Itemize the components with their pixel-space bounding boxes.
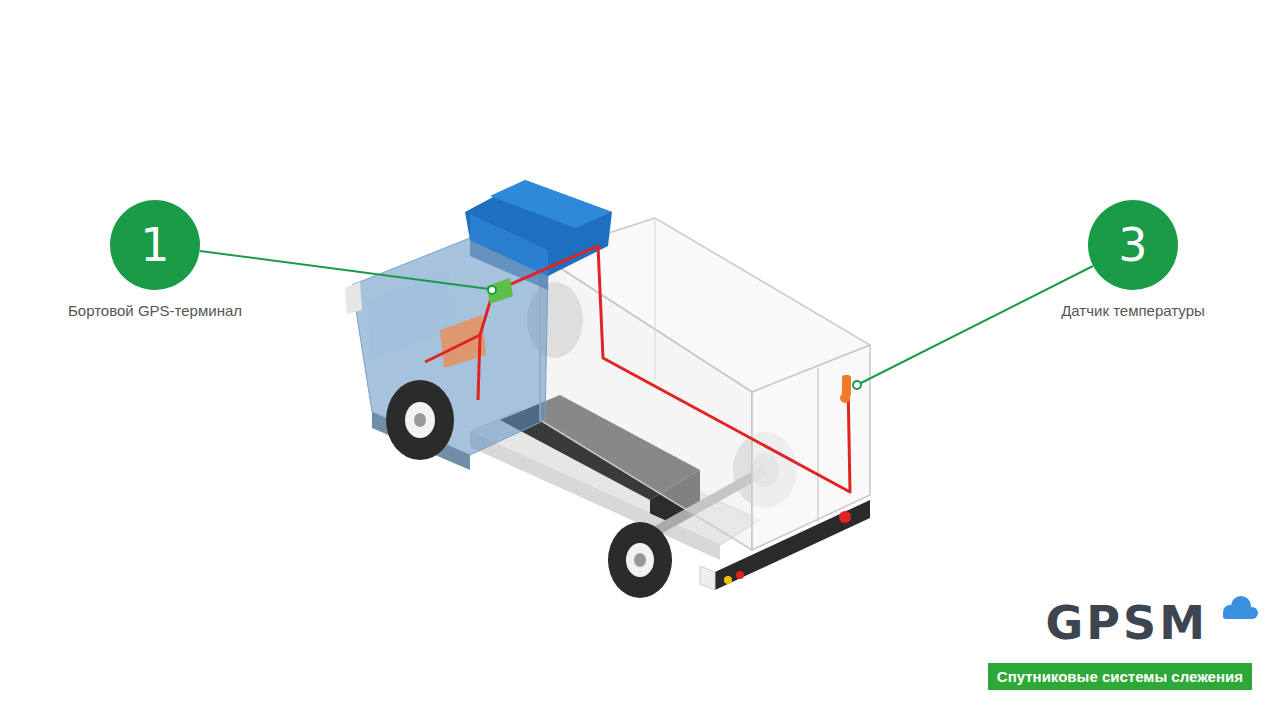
power-wire bbox=[478, 335, 480, 400]
front-hub bbox=[405, 402, 435, 438]
cab-roof-front bbox=[470, 214, 548, 276]
tagline-text: Спутниковые системы слежения bbox=[997, 668, 1243, 685]
rear-wheel bbox=[608, 522, 672, 598]
sensor-wire bbox=[425, 246, 850, 492]
callout-label: Бортовой GPS-терминал bbox=[68, 302, 242, 319]
callout: 3Датчик температуры bbox=[973, 200, 1280, 319]
sensor-tip bbox=[840, 393, 850, 403]
rear-hub bbox=[626, 543, 654, 577]
callout-number: 3 bbox=[1118, 222, 1147, 268]
box-edge bbox=[655, 218, 656, 380]
leader-dot bbox=[488, 286, 496, 294]
front-wheel bbox=[386, 380, 454, 460]
tagline-banner: Спутниковые системы слежения bbox=[988, 663, 1252, 690]
gps-terminal bbox=[487, 278, 513, 304]
logo-cloud bbox=[1223, 596, 1258, 619]
logo-text: GPSM bbox=[1046, 600, 1208, 646]
rear-hub-center bbox=[634, 553, 646, 567]
callout-circle: 1 bbox=[110, 200, 200, 290]
leader-line bbox=[861, 266, 1093, 383]
callout-label: Датчик температуры bbox=[1061, 302, 1205, 319]
tail-light bbox=[724, 576, 732, 584]
tail-light bbox=[736, 571, 744, 579]
front-hub-center bbox=[414, 413, 426, 427]
leader-dot bbox=[853, 381, 861, 389]
bumper-end bbox=[700, 566, 715, 590]
leader-line bbox=[200, 251, 489, 289]
cab-roof-top bbox=[490, 180, 612, 228]
callout-circle: 3 bbox=[1088, 200, 1178, 290]
mirror bbox=[345, 282, 362, 314]
callout: 1Бортовой GPS-терминал bbox=[0, 200, 315, 319]
cab-roof bbox=[465, 180, 612, 276]
callout-number: 1 bbox=[140, 222, 169, 268]
sensor-connector bbox=[839, 511, 851, 523]
rear-door-seam bbox=[817, 368, 819, 522]
